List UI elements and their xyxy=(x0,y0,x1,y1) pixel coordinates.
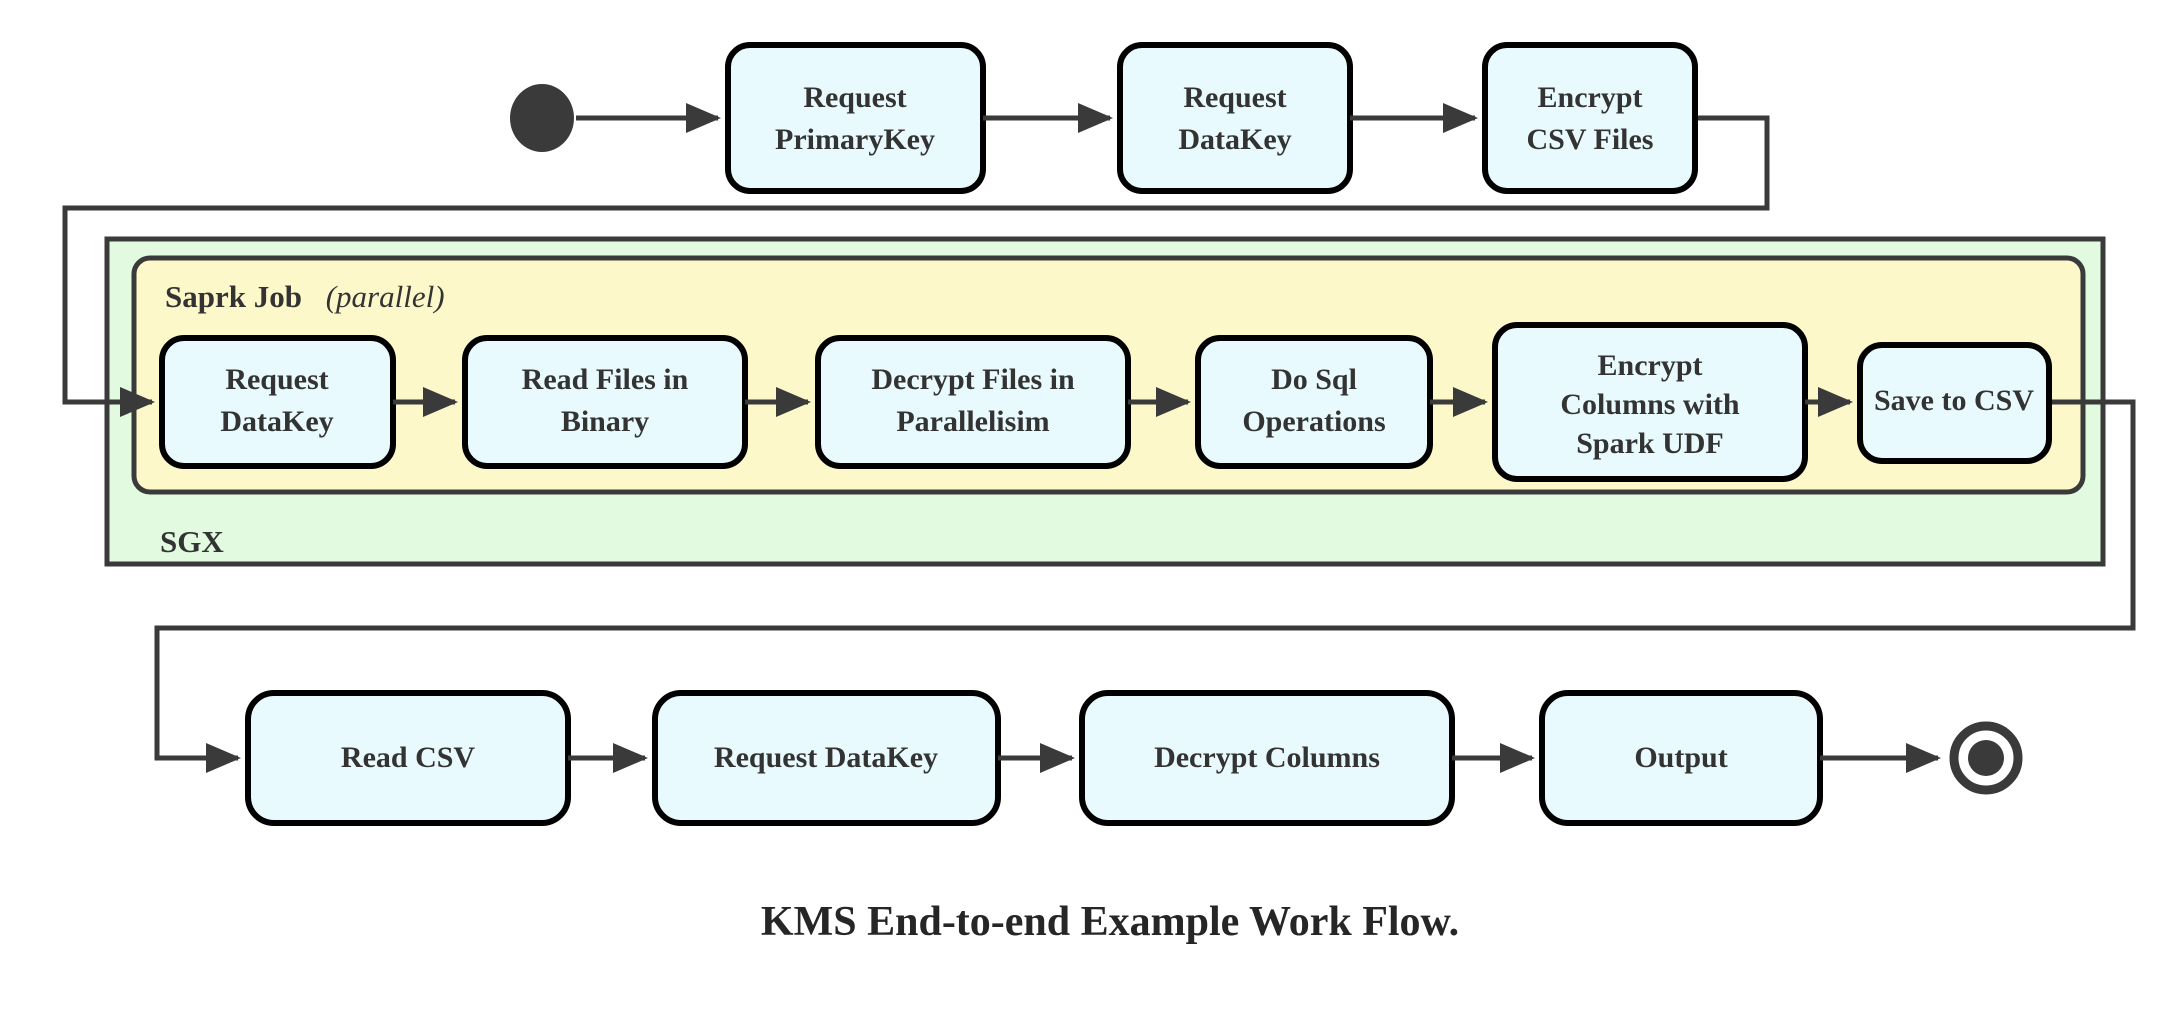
node-decrypt-files-in-parallelisim: Decrypt Files in Parallelisim xyxy=(815,335,1131,469)
node-save-to-csv-line-0: Save to CSV xyxy=(1874,384,2034,417)
node-encrypt-csv-files-line-1: CSV Files xyxy=(1527,123,1654,156)
start-node xyxy=(510,84,574,152)
spark-job-label-italic: (parallel) xyxy=(326,279,445,314)
node-read-files-in-binary-line-0: Read Files in xyxy=(522,363,689,396)
node-request-primarykey-line-1: PrimaryKey xyxy=(775,123,935,156)
node-read-csv: Read CSV xyxy=(245,690,571,826)
node-encrypt-csv-files-line-0: Encrypt xyxy=(1538,81,1643,114)
node-request-datakey-top: Request DataKey xyxy=(1117,42,1353,194)
node-output: Output xyxy=(1539,690,1823,826)
diagram-caption: KMS End-to-end Example Work Flow. xyxy=(761,899,1459,945)
node-encrypt-columns-with-spark-udf-line-2: Spark UDF xyxy=(1576,427,1724,460)
node-do-sql-operations: Do Sql Operations xyxy=(1195,335,1433,469)
node-request-datakey-spark-line-0: Request xyxy=(225,363,328,396)
edge-save-to-csv-to-read-csv xyxy=(154,399,2136,773)
spark-job-container-label: Saprk Job (parallel) xyxy=(165,279,445,314)
node-save-to-csv: Save to CSV xyxy=(1857,342,2052,464)
node-request-primarykey-line-0: Request xyxy=(803,81,906,114)
node-request-datakey-bottom: Request DataKey xyxy=(652,690,1001,826)
node-decrypt-files-in-parallelisim-line-0: Decrypt Files in xyxy=(871,363,1075,396)
node-decrypt-columns-line-0: Decrypt Columns xyxy=(1154,741,1380,774)
node-encrypt-columns-with-spark-udf-line-0: Encrypt xyxy=(1598,349,1703,382)
node-encrypt-csv-files: Encrypt CSV Files xyxy=(1482,42,1698,194)
node-do-sql-operations-line-0: Do Sql xyxy=(1271,363,1357,396)
spark-job-label-bold: Saprk Job xyxy=(165,279,302,314)
end-node xyxy=(1949,721,2023,795)
node-decrypt-files-in-parallelisim-line-1: Parallelisim xyxy=(896,405,1049,438)
node-request-datakey-spark-line-1: DataKey xyxy=(220,405,333,438)
node-output-line-0: Output xyxy=(1634,741,1727,774)
sgx-container-label: SGX xyxy=(160,524,224,559)
node-request-datakey-top-line-1: DataKey xyxy=(1178,123,1291,156)
node-encrypt-columns-with-spark-udf: Encrypt Columns with Spark UDF xyxy=(1492,322,1808,482)
node-encrypt-columns-with-spark-udf-line-1: Columns with xyxy=(1560,388,1740,421)
edge-encrypt-csv-to-spark-datakey xyxy=(62,115,1770,417)
node-request-datakey-bottom-line-0: Request DataKey xyxy=(714,741,938,774)
node-do-sql-operations-line-1: Operations xyxy=(1242,405,1385,438)
node-decrypt-columns: Decrypt Columns xyxy=(1079,690,1455,826)
node-read-files-in-binary-line-1: Binary xyxy=(561,405,649,438)
node-read-files-in-binary: Read Files in Binary xyxy=(462,335,748,469)
node-read-csv-line-0: Read CSV xyxy=(341,741,476,774)
node-request-datakey-top-line-0: Request xyxy=(1183,81,1286,114)
node-request-datakey-spark: Request DataKey xyxy=(159,335,396,469)
node-request-primarykey: Request PrimaryKey xyxy=(725,42,986,194)
